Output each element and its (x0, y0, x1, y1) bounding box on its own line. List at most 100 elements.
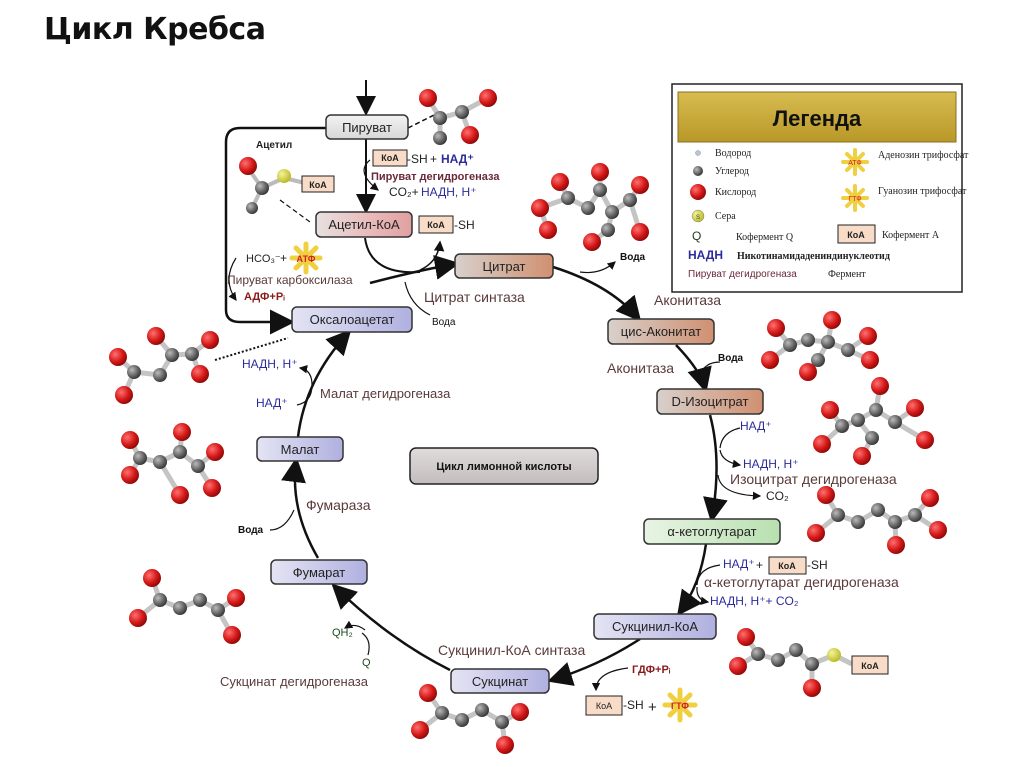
node-label: Оксалоацетат (310, 312, 395, 327)
oxygen-atom (861, 351, 879, 369)
arrow-pyruvate-oxaloacetate (224, 126, 326, 335)
connector-oxaloacetate-molecule (214, 337, 289, 361)
node-malate[interactable]: Малат (256, 436, 344, 462)
pyruvate-molecule (419, 89, 497, 145)
oxygen-atom (461, 126, 479, 144)
oxygen-atom (496, 736, 514, 754)
oxygen-atom (817, 486, 835, 504)
carbon-atom (153, 368, 167, 382)
oxygen-atom (807, 524, 825, 542)
oxygen-atom (479, 89, 497, 107)
acetyl-label: Ацетил (256, 140, 292, 151)
isocitrate-molecule (813, 377, 934, 465)
co2-label: CO₂+ (389, 185, 419, 199)
arrow-nad-in-akg (696, 564, 721, 586)
oxygen-atom (916, 431, 934, 449)
carbon-atom (831, 508, 845, 522)
node-alpha-ketoglutarate[interactable]: α-кетоглутарат (643, 518, 781, 545)
carbon-atom (193, 593, 207, 607)
carbon-atom (751, 647, 765, 661)
svg-text:Никотинамидадениндинуклеотид: Никотинамидадениндинуклеотид (737, 251, 890, 262)
nadh-co2-label: НАДН, Н⁺+ CO₂ (710, 594, 799, 608)
carbon-atom (561, 191, 575, 205)
legend-item-gtp: ГТФ Гуанозин трифосфат (841, 184, 967, 212)
adp-pi-label: АДФ+Pᵢ (244, 291, 285, 303)
carbon-atom (133, 451, 147, 465)
hydrogen-icon (695, 150, 701, 156)
carbon-atom (623, 193, 637, 207)
carbon-atom (455, 105, 469, 119)
oxygen-atom (411, 721, 429, 739)
plus-label: + (648, 699, 657, 716)
enzyme-akg-dehydrogenase: α-кетоглутарат дегидрогеназа (704, 574, 899, 590)
oxygen-atom (129, 609, 147, 627)
arrow-release-koa (419, 240, 445, 271)
carbon-atom (865, 431, 879, 445)
legend-item-coenzyme-q: Q Кофермент Q (692, 229, 794, 243)
arrow-water-out (579, 261, 616, 274)
node-succinate[interactable]: Сукцинат (450, 668, 550, 694)
oxygen-atom (109, 348, 127, 366)
svg-text:Углерод: Углерод (715, 166, 749, 177)
arrow-water-fumarase (269, 509, 295, 531)
node-succinyl-coa[interactable]: Сукцинил-КоА (593, 613, 717, 640)
koa-icon (837, 224, 876, 244)
arrow-fumarate-malate (281, 457, 320, 559)
plus-label: + (430, 152, 437, 166)
node-cis-aconitate[interactable]: цис-Аконитат (607, 318, 715, 345)
hco3-label: HCO₃⁻ (246, 253, 281, 265)
legend-item-hydrogen: Водород (695, 148, 751, 159)
oxygen-atom (539, 221, 557, 239)
node-pyruvate[interactable]: Пируват (325, 114, 409, 140)
cycle-arrows (281, 255, 728, 686)
oxygen-atom (583, 233, 601, 251)
water-label: Вода (432, 317, 456, 328)
node-isocitrate[interactable]: D-Изоцитрат (656, 388, 764, 415)
node-oxaloacetate[interactable]: Оксалоацетат (291, 306, 413, 333)
koa-box: КоА (418, 215, 454, 234)
node-label: Ацетил-КоА (328, 217, 400, 232)
node-acetyl-coa[interactable]: Ацетил-КоА (315, 211, 413, 238)
legend-item-nadh: НАДН Никотинамидадениндинуклеотид (688, 248, 890, 262)
arrow-cs-water (404, 281, 431, 316)
arrow-citrate-cisaconitate (552, 265, 642, 322)
cis-aconitate-molecule (761, 311, 879, 381)
water-label: Вода (238, 525, 264, 536)
oxygen-atom (729, 657, 747, 675)
legend-item-sulfur: S Сера (691, 209, 736, 223)
enzyme-pyruvate-carboxylase: Пируват карбоксилаза (227, 273, 353, 287)
plus-label: + (756, 558, 763, 572)
oxygen-atom (853, 447, 871, 465)
water-label: Вода (718, 353, 744, 364)
carbon-icon (693, 166, 703, 176)
oxygen-atom (227, 589, 245, 607)
nad-label: НАД⁺ (441, 152, 474, 166)
node-fumarate[interactable]: Фумарат (270, 559, 368, 585)
carbon-atom (888, 515, 902, 529)
oxygen-atom (761, 351, 779, 369)
carbon-atom (455, 713, 469, 727)
molecule-illustrations: КоА (109, 89, 947, 754)
carbon-atom (783, 338, 797, 352)
oxygen-atom (737, 628, 755, 646)
koa-box: КоА (585, 695, 623, 716)
svg-text:АТФ: АТФ (297, 254, 316, 264)
svg-text:S: S (696, 215, 700, 221)
sh-label: -SH (623, 698, 644, 712)
oxygen-atom (803, 679, 821, 697)
carbon-atom (185, 347, 199, 361)
sh-label: -SH (807, 558, 828, 572)
svg-text:НАДН: НАДН (688, 248, 723, 262)
oxygen-atom (631, 176, 649, 194)
oxygen-atom (821, 401, 839, 419)
svg-text:Фермент: Фермент (828, 269, 866, 280)
water-label: Вода (620, 252, 646, 263)
svg-text:КоА: КоА (427, 220, 445, 230)
node-label: Малат (281, 442, 320, 457)
atp-icon: АТФ (289, 241, 323, 275)
node-citrate[interactable]: Цитрат (454, 253, 554, 279)
oxygen-atom (419, 684, 437, 702)
arrow-nadh-out-akg (696, 586, 710, 605)
node-label: Фумарат (293, 565, 346, 580)
